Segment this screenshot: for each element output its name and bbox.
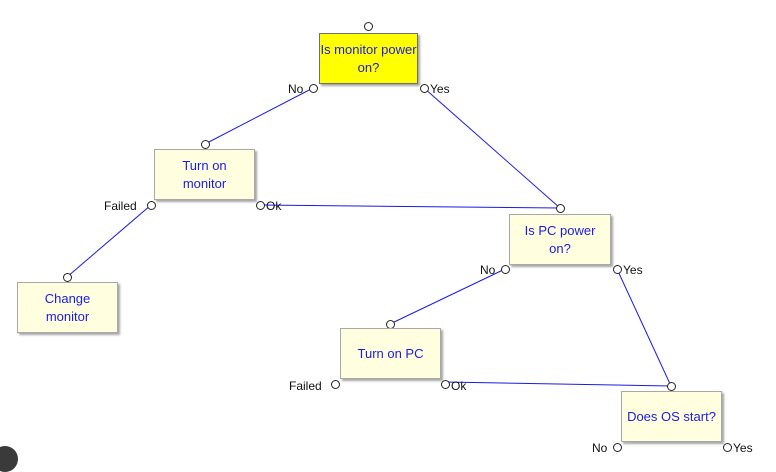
output-port-ok[interactable] [441, 380, 450, 389]
port-label-yes: Yes [430, 82, 450, 96]
node-label: Turn on PC [357, 345, 424, 361]
connector-monitor-yes-to-pc-power[interactable] [423, 87, 561, 209]
node-label: Does OS start? [627, 408, 716, 424]
connector-failed-to-change-monitor[interactable] [66, 204, 152, 278]
input-port-pc-power[interactable] [556, 204, 565, 213]
output-port-yes[interactable] [723, 443, 732, 452]
connector-pc-no-to-turn-on-pc[interactable] [389, 268, 506, 325]
input-port-change-monitor[interactable] [63, 273, 72, 282]
node-label: Turn on monitor [182, 157, 227, 191]
port-label-failed: Failed [289, 379, 322, 393]
node-turn-on-pc[interactable]: Turn on PC [340, 328, 441, 379]
output-port-yes[interactable] [613, 265, 622, 274]
input-port-turn-on-monitor[interactable] [201, 140, 210, 149]
port-label-yes: Yes [623, 263, 643, 277]
output-port-failed[interactable] [147, 201, 156, 210]
node-does-os-start[interactable]: Does OS start? [621, 391, 722, 442]
output-port-no[interactable] [501, 265, 510, 274]
input-port-os-start[interactable] [667, 382, 676, 391]
connector-monitor-no-to-turn-on-monitor[interactable] [204, 87, 314, 145]
node-label: Change monitor [44, 290, 91, 324]
connector-pc-yes-to-os-start[interactable] [616, 268, 672, 387]
port-label-ok: Ok [266, 199, 282, 213]
output-port-failed[interactable] [331, 380, 340, 389]
output-port-yes[interactable] [420, 84, 429, 93]
connector-pc-ok-to-os-start[interactable] [444, 381, 672, 387]
node-label: Is PC power on? [524, 222, 596, 256]
flowchart-connectors [66, 87, 672, 387]
node-turn-on-monitor[interactable]: Turn on monitor [154, 149, 255, 200]
port-label-no: No [592, 441, 608, 455]
connector-ok-to-pc-power[interactable] [259, 204, 561, 209]
output-port-no[interactable] [309, 84, 318, 93]
port-label-no: No [480, 263, 496, 277]
output-port-no[interactable] [613, 443, 622, 452]
output-port-ok[interactable] [256, 201, 265, 210]
port-label-no: No [288, 82, 304, 96]
port-label-yes: Yes [733, 441, 753, 455]
node-is-pc-power-on[interactable]: Is PC power on? [509, 214, 611, 265]
node-change-monitor[interactable]: Change monitor [17, 282, 118, 333]
node-is-monitor-power-on[interactable]: Is monitor power on? [319, 33, 418, 84]
node-label: Is monitor power on? [320, 41, 417, 75]
port-label-ok: Ok [451, 379, 467, 393]
port-label-failed: Failed [104, 199, 137, 213]
input-port-monitor-power[interactable] [364, 22, 373, 31]
